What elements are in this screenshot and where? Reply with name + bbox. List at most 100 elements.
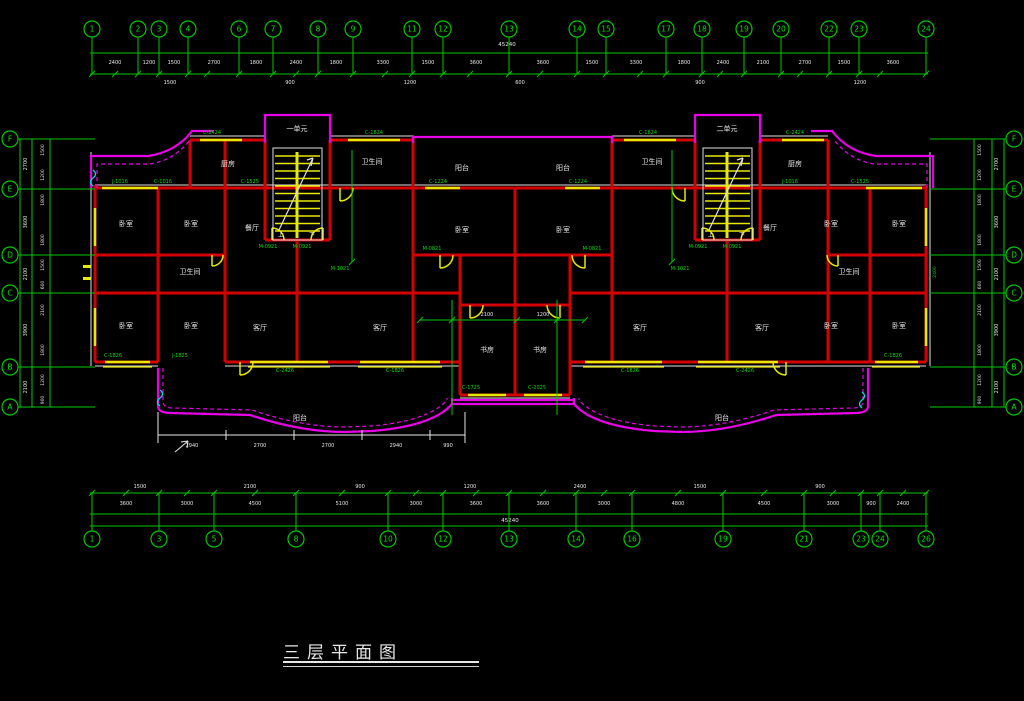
svg-text:4500: 4500 (758, 501, 771, 507)
svg-text:2100: 2100 (481, 312, 494, 318)
svg-text:3: 3 (157, 535, 162, 544)
svg-text:1200: 1200 (40, 374, 46, 386)
stair-updown-labels: 上下上下 (278, 231, 745, 239)
svg-text:C-1016: C-1016 (154, 179, 172, 185)
stair-direction-arrow (278, 157, 314, 231)
svg-text:2100: 2100 (757, 60, 770, 66)
svg-text:M-0821: M-0821 (423, 246, 442, 252)
svg-text:C-1224: C-1224 (569, 179, 587, 185)
svg-text:3900: 3900 (23, 324, 29, 337)
svg-text:1800: 1800 (40, 194, 46, 206)
svg-text:23: 23 (854, 25, 864, 34)
svg-text:C: C (1011, 289, 1016, 298)
svg-text:3600: 3600 (537, 501, 550, 507)
svg-text:1500: 1500 (40, 144, 46, 156)
svg-text:阳台: 阳台 (455, 163, 469, 172)
svg-text:3900: 3900 (994, 324, 1000, 337)
svg-text:11: 11 (407, 25, 417, 34)
svg-text:18: 18 (697, 25, 707, 34)
svg-text:15: 15 (601, 25, 611, 34)
svg-text:1800: 1800 (330, 60, 343, 66)
svg-text:2700: 2700 (799, 60, 812, 66)
svg-text:阳台: 阳台 (556, 163, 570, 172)
svg-text:3300: 3300 (377, 60, 390, 66)
svg-text:M-0921: M-0921 (689, 244, 708, 250)
svg-text:1800: 1800 (977, 234, 983, 246)
svg-text:1800: 1800 (40, 344, 46, 356)
svg-text:2: 2 (136, 25, 141, 34)
svg-text:1500: 1500 (164, 80, 177, 86)
svg-text:厨房: 厨房 (788, 159, 802, 168)
svg-text:1200: 1200 (464, 484, 477, 490)
svg-text:1800: 1800 (678, 60, 691, 66)
svg-text:卧室: 卧室 (892, 321, 906, 330)
svg-text:600: 600 (40, 281, 46, 290)
svg-text:书房: 书房 (533, 345, 547, 354)
room-labels: 卧室卧室餐厅厨房卫生间阳台阳台卫生间厨房餐厅卧室卧室卧室卧室卧室卧室客厅客厅客厅… (119, 157, 906, 422)
svg-text:1800: 1800 (40, 234, 46, 246)
svg-text:8: 8 (316, 25, 321, 34)
svg-text:2700: 2700 (994, 158, 1000, 171)
balcony-magenta (89, 113, 935, 434)
svg-text:3600: 3600 (887, 60, 900, 66)
svg-text:3: 3 (157, 25, 162, 34)
svg-text:J-1825: J-1825 (171, 353, 188, 359)
svg-text:12: 12 (438, 535, 448, 544)
svg-text:2100: 2100 (977, 304, 983, 316)
svg-text:900: 900 (40, 396, 46, 405)
svg-text:26: 26 (921, 535, 931, 544)
svg-text:19: 19 (739, 25, 749, 34)
svg-text:3300: 3300 (630, 60, 643, 66)
svg-text:2100: 2100 (994, 268, 1000, 281)
svg-text:C-1826: C-1826 (884, 353, 902, 359)
svg-text:餐厅: 餐厅 (763, 223, 777, 232)
svg-text:45240: 45240 (498, 42, 516, 48)
dim-band-lines (19, 52, 1005, 527)
svg-text:1500: 1500 (694, 484, 707, 490)
svg-text:900: 900 (695, 80, 705, 86)
svg-text:2700: 2700 (254, 443, 267, 449)
svg-text:二单元: 二单元 (717, 124, 738, 133)
svg-text:2400: 2400 (290, 60, 303, 66)
svg-text:45240: 45240 (501, 518, 519, 524)
svg-text:1200: 1200 (40, 169, 46, 181)
svg-text:一单元: 一单元 (287, 124, 308, 133)
svg-text:卧室: 卧室 (184, 219, 198, 228)
svg-text:上: 上 (708, 231, 714, 239)
svg-text:2100: 2100 (994, 381, 1000, 394)
svg-text:客厅: 客厅 (373, 323, 387, 332)
svg-text:卫生间: 卫生间 (642, 157, 663, 166)
stair-core (272, 147, 323, 241)
svg-text:1500: 1500 (977, 259, 983, 271)
svg-text:4500: 4500 (249, 501, 262, 507)
title-underline-thin (283, 666, 479, 667)
svg-text:A: A (7, 403, 13, 412)
svg-text:2400: 2400 (717, 60, 730, 66)
svg-text:1500: 1500 (422, 60, 435, 66)
svg-text:16: 16 (627, 535, 637, 544)
svg-text:1200: 1200 (404, 80, 417, 86)
svg-text:A: A (1011, 403, 1017, 412)
green-dim-lines-plan (348, 150, 676, 415)
svg-text:2400: 2400 (897, 501, 910, 507)
svg-text:M-0921: M-0921 (293, 244, 312, 250)
svg-text:C-1224: C-1224 (429, 179, 447, 185)
svg-text:3000: 3000 (598, 501, 611, 507)
svg-text:24: 24 (875, 535, 885, 544)
svg-text:1500: 1500 (838, 60, 851, 66)
svg-text:C-2426: C-2426 (276, 368, 294, 374)
svg-text:14: 14 (572, 25, 582, 34)
svg-text:1500: 1500 (168, 60, 181, 66)
svg-text:1500: 1500 (40, 259, 46, 271)
svg-text:5100: 5100 (336, 501, 349, 507)
svg-text:B: B (1011, 363, 1016, 372)
svg-text:卧室: 卧室 (824, 321, 838, 330)
